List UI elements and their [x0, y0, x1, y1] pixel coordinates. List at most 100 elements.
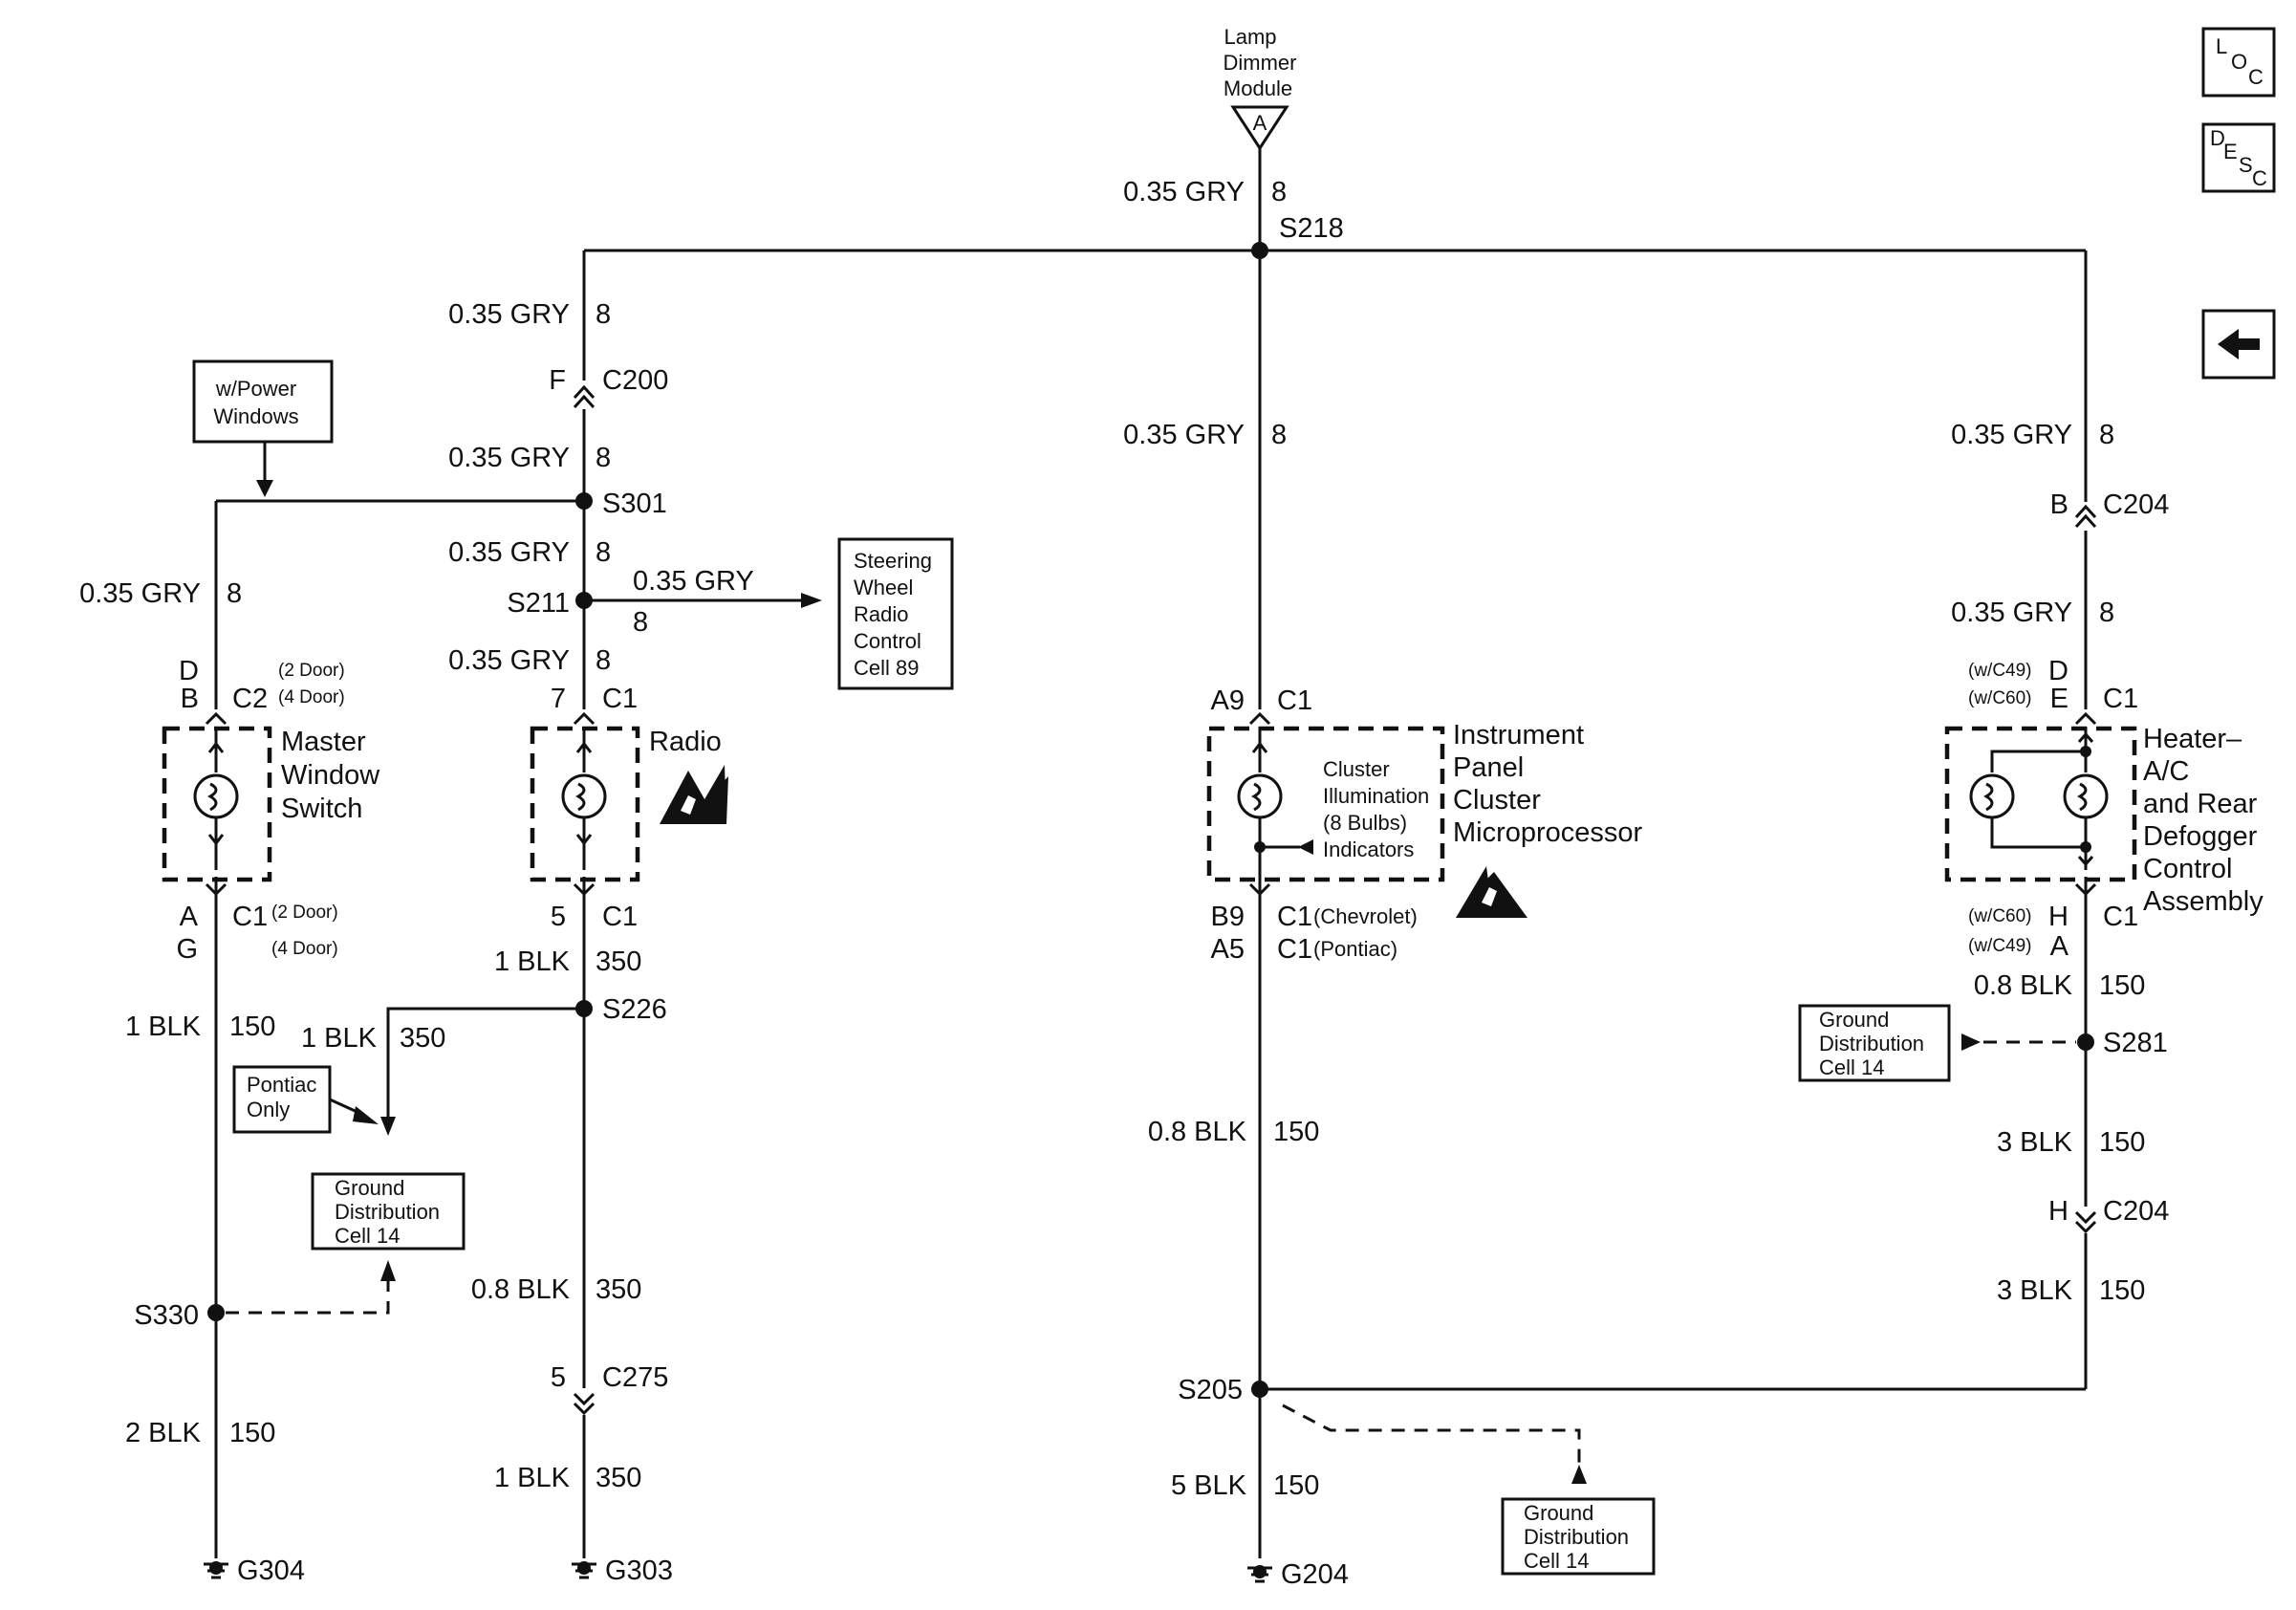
diagram-label: (w/C60) — [1968, 688, 2032, 708]
diagram-label: Heater– — [2143, 724, 2242, 754]
wire-circuit: 350 — [596, 946, 641, 977]
wire-circuit: 150 — [2099, 970, 2145, 1001]
diagram-label: Steering — [854, 549, 932, 573]
power-windows-note: w/Power Windows — [192, 359, 334, 444]
esd-warning-icon — [660, 765, 728, 824]
ground-distribution-cell14-link[interactable]: Ground Distribution Cell 14 — [311, 1172, 466, 1251]
bulb-icon — [1969, 773, 2015, 819]
diagram-label: C204 — [2103, 1196, 2169, 1227]
wire-circuit: 8 — [596, 443, 611, 473]
diagram-label: B9 — [1211, 902, 1245, 932]
back-button[interactable] — [2201, 309, 2276, 380]
diagram-label: Ground — [1524, 1501, 1593, 1525]
esd-warning-icon — [1456, 866, 1527, 918]
master-window-switch[interactable] — [162, 709, 272, 897]
diagram-label: Distribution — [1819, 1032, 1924, 1055]
diagram-label: Only — [247, 1098, 290, 1121]
wire-size: 0.35 GRY — [448, 443, 570, 473]
diagram-label: C1 — [1277, 902, 1312, 932]
diagram-label: Cell 14 — [1819, 1055, 1884, 1079]
diagram-label: Distribution — [335, 1200, 440, 1224]
wire-circuit: 8 — [1271, 177, 1287, 207]
diagram-label: C2 — [232, 684, 268, 714]
wire-circuit: 150 — [229, 1012, 275, 1042]
radio-module[interactable] — [530, 709, 640, 897]
diagram-label: Radio — [649, 727, 722, 757]
diagram-label: (Pontiac) — [1313, 937, 1397, 961]
splice-label: S218 — [1279, 213, 1344, 244]
wire-circuit: 8 — [633, 607, 648, 638]
diagram-label: 5 — [551, 1362, 566, 1393]
diagram-label: Switch — [281, 794, 362, 824]
loc-letter-c: C — [2248, 65, 2264, 89]
diagram-label: Wheel — [854, 576, 913, 599]
left-arrow-icon — [2218, 329, 2260, 359]
wire-circuit: 350 — [400, 1023, 445, 1054]
wire-circuit: 8 — [1271, 420, 1287, 450]
wire-size: 1 BLK — [494, 1463, 571, 1493]
diagram-label: H — [2048, 902, 2069, 932]
diagram-label: A/C — [2143, 756, 2189, 787]
steering-wheel-radio-control-box[interactable]: Steering Wheel Radio Control Cell 89 — [837, 537, 954, 690]
diagram-label: C1 — [1277, 685, 1312, 716]
wire-circuit: 8 — [227, 578, 242, 609]
diagram-label: B — [181, 684, 199, 714]
wire-circuit: 150 — [1273, 1470, 1319, 1501]
wire-circuit: 8 — [2099, 420, 2114, 450]
splice-s330 — [207, 1304, 225, 1321]
diagram-label: Control — [854, 629, 921, 653]
splice-s218 — [1251, 242, 1268, 259]
diagram-label: (2 Door) — [271, 903, 338, 923]
diagram-label: S226 — [602, 994, 667, 1025]
diagram-label: Microprocessor — [1453, 817, 1643, 848]
ground-distribution-cell14-link[interactable]: Ground Distribution Cell 14 — [1501, 1497, 1656, 1576]
heater-ac-control-assembly[interactable] — [1944, 709, 2137, 897]
loc-button[interactable]: L O C — [2201, 27, 2276, 98]
wire-size: 0.35 GRY — [79, 578, 201, 609]
connector-c275 — [573, 1392, 596, 1416]
wire-size: 1 BLK — [125, 1012, 202, 1042]
wire-circuit: 350 — [596, 1274, 641, 1305]
wire-size: 0.35 GRY — [1123, 177, 1245, 207]
diagram-label: Cell 89 — [854, 656, 919, 680]
diagram-label: Ground — [335, 1176, 404, 1200]
diagram-label: C1 — [232, 902, 268, 932]
desc-button[interactable]: D E S C — [2201, 122, 2276, 193]
splice-s301 — [575, 492, 593, 510]
diagram-label: S211 — [507, 588, 570, 619]
diagram-label: A — [180, 902, 199, 932]
lamp-dimmer-module: Lamp Dimmer Module A — [1224, 25, 1297, 151]
diagram-label: C — [2252, 166, 2267, 190]
wire-circuit: 150 — [2099, 1127, 2145, 1158]
diagram-label: G — [176, 934, 198, 965]
diagram-label: (2 Door) — [278, 661, 345, 681]
bulb-icon — [561, 773, 607, 819]
diagram-label: (4 Door) — [271, 939, 338, 959]
wire-size: 0.35 GRY — [448, 645, 570, 676]
wire-size: 0.35 GRY — [633, 566, 754, 597]
wire-size: 5 BLK — [1171, 1470, 1247, 1501]
wire-size: 3 BLK — [1997, 1275, 2073, 1306]
diagram-label: S301 — [602, 489, 667, 519]
splice-s281 — [2077, 1033, 2094, 1051]
diagram-label: C1 — [2103, 684, 2138, 714]
diagram-label: Windows — [213, 404, 298, 428]
wire-circuit: 8 — [596, 645, 611, 676]
connector-c204-lower — [2074, 1210, 2097, 1234]
diagram-label: w/Power — [215, 377, 296, 401]
diagram-label: 5 — [551, 902, 566, 932]
wire-size: 3 BLK — [1997, 1127, 2073, 1158]
diagram-label: Dimmer — [1224, 51, 1297, 75]
wire-size: 0.8 BLK — [471, 1274, 571, 1305]
wire-circuit: 8 — [596, 299, 611, 330]
diagram-label: G204 — [1281, 1559, 1349, 1590]
diagram-label: E — [2050, 684, 2069, 714]
instrument-panel-cluster[interactable] — [1206, 709, 1445, 901]
ground-distribution-cell14-link[interactable]: Ground Distribution Cell 14 — [1798, 1004, 1951, 1082]
wire-size: 0.8 BLK — [1148, 1117, 1247, 1147]
diagram-label: C200 — [602, 365, 668, 396]
diagram-label: Module — [1224, 76, 1292, 100]
wire-size: 0.35 GRY — [1123, 420, 1245, 450]
diagram-label: Pontiac — [247, 1073, 316, 1097]
